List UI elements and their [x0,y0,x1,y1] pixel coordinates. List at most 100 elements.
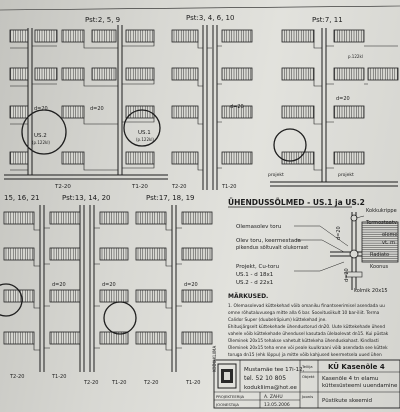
pipe-dim-label: d=20 [230,104,244,110]
pipe-dim-label: d=20 [184,282,198,288]
right-label: Kokkukrippe [366,208,397,214]
object-name-2: küttesüsteemi uuendamine [322,383,398,389]
notes-line: Üleminek 20x15 teha enne või peale kuulk… [228,344,388,351]
branch-lines [165,224,182,351]
detail-callout-circle [123,109,161,147]
pipe-dim-label: d=20 [34,106,48,112]
pipe-label-t1: T1-20 [51,374,66,380]
pipe-label-t2: T2-20 [143,380,158,386]
pipe-label-t2: T2-20 [54,184,71,190]
pipe-dim-label: d=20 [344,268,350,282]
riser-section-pst-13-14-20: Pst:13, 14, 20 d=20 T2-20 T1-20 [62,194,137,386]
pipe-label-t1: T1-20 [185,380,200,386]
label-olev-toru-2: pikendus sõltuvalt olukorrast [236,245,308,251]
pipe-dim-label: d=20 [336,96,350,102]
riser-pipes [79,205,95,372]
branch-lines [94,227,100,349]
riser-section-pst-3-4-6-10: Pst:3, 4, 6, 10 d=20 T2-20 T1-20 [171,14,253,190]
notes-line: vahele võib küttekehade ühendusel kasuta… [228,331,389,337]
connection-label-us1: US.1 [138,130,151,136]
company-email: kodukliima@hot.ee [244,385,297,391]
branch-lines [33,224,50,351]
object-name: Kasenõle 4 tn elamu [322,376,378,382]
radiator-set [171,29,253,165]
detail-pipes [330,212,363,290]
label-us1-line: US.1 - d 18x1 [236,272,273,278]
notes-line: Üleminek 20x15 tehakse vahetult küttekeh… [228,337,379,344]
riser-section-pst-17-18-19: Pst:17, 18, 19 d=20 T2-20 T1-20 [135,194,213,386]
notes-line: toruga dn15 (ehk lõppu) ja mitte võib ka… [228,352,382,358]
branch-lines [313,42,398,171]
right-label: Koonus [370,264,388,270]
riser-pipes [171,205,177,372]
sheet-name: Püstikute skeemid [322,398,372,404]
detail-callout-circle [273,128,307,162]
notes-heading: MÄRKUSED. [228,293,268,300]
riser-section-pst-2-5-9: Pst:2, 5, 9 [4,16,168,190]
section-title-pst-13-14-20: Pst:13, 14, 20 [62,194,110,202]
company-address: Mustamäe tee 17i-12, [244,367,305,373]
radiator-set [9,29,155,165]
riser-pipes [4,25,168,180]
pipe-label-t2: T2-20 [9,374,24,380]
detail-callout-circle [0,283,23,317]
pipe-small-label: p.122kl [348,54,363,59]
sheet-label: Joonis [301,394,313,399]
connection-sub-label: (p.122kl) [136,137,154,142]
branch-lines [10,42,155,171]
branch-lines [197,42,222,171]
pipe-dim-label: d=20 [90,106,104,112]
notes-block: MÄRKUSED. 1. Olemasolevad küttekehad või… [228,293,389,358]
pipe-dim-label: d=20 [336,226,342,240]
section-title-pst-17-18-19: Pst:17, 18, 19 [146,194,194,202]
sheet-border-top [0,5,400,11]
riser-pipes [202,25,218,190]
label-olemasolev: Olemasolev toru [236,224,281,230]
pipe-projekt-label: projekt [268,172,284,178]
riser-section-pst-15-16-21: 15, 16, 21 d=20 T2-20 T1-20 [0,194,81,380]
logo-text: KODU KLIIMA [212,346,217,372]
radiator-set [99,211,129,345]
right-label: Radiato [370,252,389,258]
connection-label-us2: US.2 [34,133,47,139]
connection-detail-title: ÜHENDUSSÕLMED - US.1 ja US.2 [228,198,365,207]
riser-pipes [39,205,45,372]
company-phone: tel. 52 10 805 [244,375,286,382]
pipe-dim-label: d=20 [52,282,66,288]
detail-radiator [361,221,399,263]
connection-sub-label: (p.122kl) [32,140,50,145]
designer-name: A. ZAHU [264,394,283,400]
pipe-label-t2: T2-20 [171,184,186,190]
client-name: KÜ Kasenõle 4 [328,362,385,371]
section-title-pst-3-4-6-10: Pst:3, 4, 6, 10 [186,14,234,22]
riser-pipes [270,28,398,187]
label-projekt-cu: Projekt, Cu-toru [236,264,279,270]
company-logo: KODU KLIIMA [212,346,237,389]
radiator-set [135,211,213,345]
object-label: Objekt [302,374,315,379]
drawing-date: 13.05.2006 [264,402,290,408]
section-title-pst-7-11: Pst:7, 11 [312,16,343,24]
notes-line: Ehitusjärgselt küttekehade ühendustorud … [228,324,385,330]
role-designer: PROJEKTEERIJA [216,394,245,399]
pipe-dim-label: d=20 [102,282,116,288]
right-label: kolmik 20x15 [354,288,388,294]
notes-line: 1. Olemasolevad küttekehad võib omaniku … [228,303,385,309]
notes-line: Calidor Super (duubelräpium) küttekehad … [228,317,327,323]
pipe-label-t1: T1-20 [131,184,148,190]
detail-callout-circle [21,109,67,155]
role-drafter: JOONESTAJA [215,402,239,407]
pipe-label-t2: T2-20 [83,380,98,386]
radiator-set [281,29,399,165]
notes-line: omne rõhutaluvusega mitte alla 6 bar. So… [228,310,380,316]
label-us2-line: US.2 - d 22x1 [236,280,273,286]
detail-callout-circle [103,301,137,335]
pipe-label-t1: T1-20 [111,380,126,386]
section-title-pst-2-5-9: Pst:2, 5, 9 [85,16,120,24]
section-title-pst-15-16-21: 15, 16, 21 [4,194,40,202]
right-label: vt. m [382,240,395,246]
right-label: oleme [382,232,397,238]
connection-detail: ÜHENDUSSÕLMED - US.1 ja US.2 Olemasolev … [228,198,399,294]
